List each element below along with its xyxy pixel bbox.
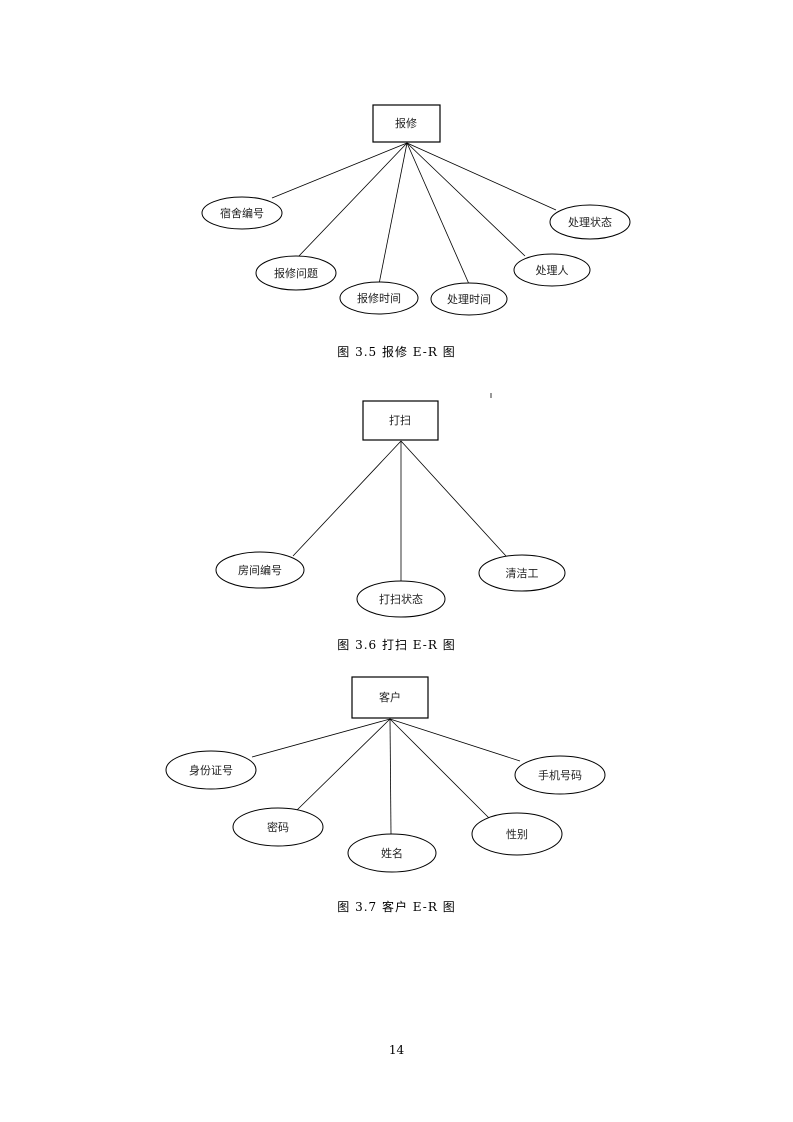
entity-label: 报修	[395, 116, 417, 130]
relation-line	[297, 142, 408, 258]
relation-line	[406, 142, 470, 285]
attribute-ellipse	[356, 580, 446, 618]
attribute-ellipse	[339, 281, 419, 315]
figure-caption: 图 3.7 客户 E-R 图	[337, 900, 456, 914]
page-number: 14	[388, 1043, 405, 1057]
attribute-ellipse	[514, 755, 606, 795]
relation-line	[296, 718, 391, 811]
attribute-label: 手机号码	[538, 768, 582, 782]
attribute-ellipse	[165, 750, 257, 790]
attribute-label: 性别	[506, 827, 528, 841]
attribute-label: 报修问题	[274, 266, 318, 280]
relation-line	[271, 142, 408, 199]
attribute-label: 处理时间	[447, 293, 491, 306]
figure-caption: 图 3.5 报修 E-R 图	[337, 345, 456, 359]
er-diagram-repair: 报修 宿舍编号 报修问题 报修时间 处理时间 处理人 处理状态	[201, 104, 631, 316]
attribute-ellipse	[471, 812, 563, 856]
er-diagram-cleaning: 打扫 房间编号 打扫状态 清洁工	[215, 400, 566, 618]
entity-label: 客户	[379, 690, 401, 704]
relation-line	[406, 142, 526, 257]
relation-line	[251, 718, 391, 758]
relation-line	[378, 142, 408, 285]
entity-box	[362, 400, 439, 441]
attribute-ellipse	[201, 196, 283, 230]
attribute-label: 清洁工	[506, 567, 539, 580]
relation-line	[389, 718, 521, 762]
entity-box	[351, 676, 429, 719]
relation-line	[389, 718, 490, 819]
attribute-label: 打扫状态	[379, 592, 423, 606]
attribute-label: 处理人	[536, 264, 569, 277]
attribute-ellipse	[347, 833, 437, 873]
attribute-label: 处理状态	[568, 215, 612, 229]
relation-line	[406, 142, 557, 211]
figure-caption: 图 3.6 打扫 E-R 图	[337, 638, 456, 652]
attribute-ellipse	[430, 282, 508, 316]
attribute-label: 身份证号	[189, 763, 233, 777]
er-diagram-customer: 客户 身份证号 密码 姓名 性别 手机号码	[165, 676, 606, 873]
attribute-label: 宿舍编号	[220, 206, 264, 220]
entity-label: 打扫	[389, 413, 411, 427]
attribute-label: 姓名	[381, 846, 403, 860]
relation-line	[292, 440, 402, 557]
attribute-ellipse	[255, 255, 337, 291]
attribute-ellipse	[215, 551, 305, 589]
attribute-label: 房间编号	[238, 563, 282, 577]
relation-line	[400, 440, 507, 557]
attribute-label: 报修时间	[357, 291, 401, 305]
entity-box	[372, 104, 441, 143]
attribute-ellipse	[549, 204, 631, 240]
attribute-ellipse	[232, 807, 324, 847]
attribute-label: 密码	[267, 820, 289, 834]
attribute-ellipse	[513, 253, 591, 287]
attribute-ellipse	[478, 554, 566, 592]
relation-line	[389, 718, 392, 835]
